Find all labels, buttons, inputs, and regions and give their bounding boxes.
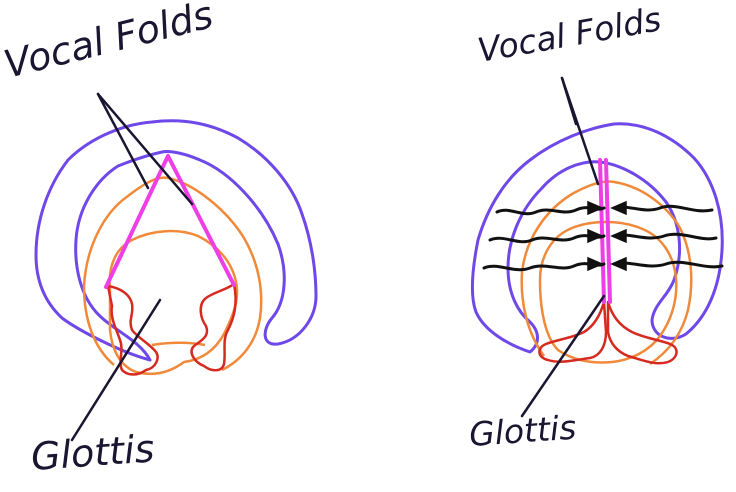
left-vocal-folds-label: Vocal Folds xyxy=(0,0,217,87)
right-arytenoid-right xyxy=(608,302,677,363)
right-arytenoid-left xyxy=(539,302,606,362)
left-glottis-label: Glottis xyxy=(30,426,156,479)
right-arrowhead-3-left xyxy=(588,258,602,270)
left-vocal-fold-left xyxy=(106,156,168,287)
right-arrowhead-3-right xyxy=(612,258,626,270)
right-panel-closed-glottis: Vocal Folds Glottis xyxy=(468,0,722,454)
left-panel-open-glottis: Vocal Folds Glottis xyxy=(0,0,316,479)
left-pointer-line-b xyxy=(98,94,192,204)
right-glottis-label: Glottis xyxy=(468,408,578,454)
right-airflow-wave-1 xyxy=(497,206,712,213)
right-pointer-line-glottis xyxy=(522,296,604,416)
right-arrowhead-2-right xyxy=(612,230,626,242)
right-vocal-folds-label: Vocal Folds xyxy=(475,0,664,70)
right-arrowhead-1-right xyxy=(612,202,626,214)
right-arrowhead-2-left xyxy=(588,230,602,242)
right-pointer-line-b xyxy=(562,78,576,124)
left-outer-outline xyxy=(36,121,316,360)
